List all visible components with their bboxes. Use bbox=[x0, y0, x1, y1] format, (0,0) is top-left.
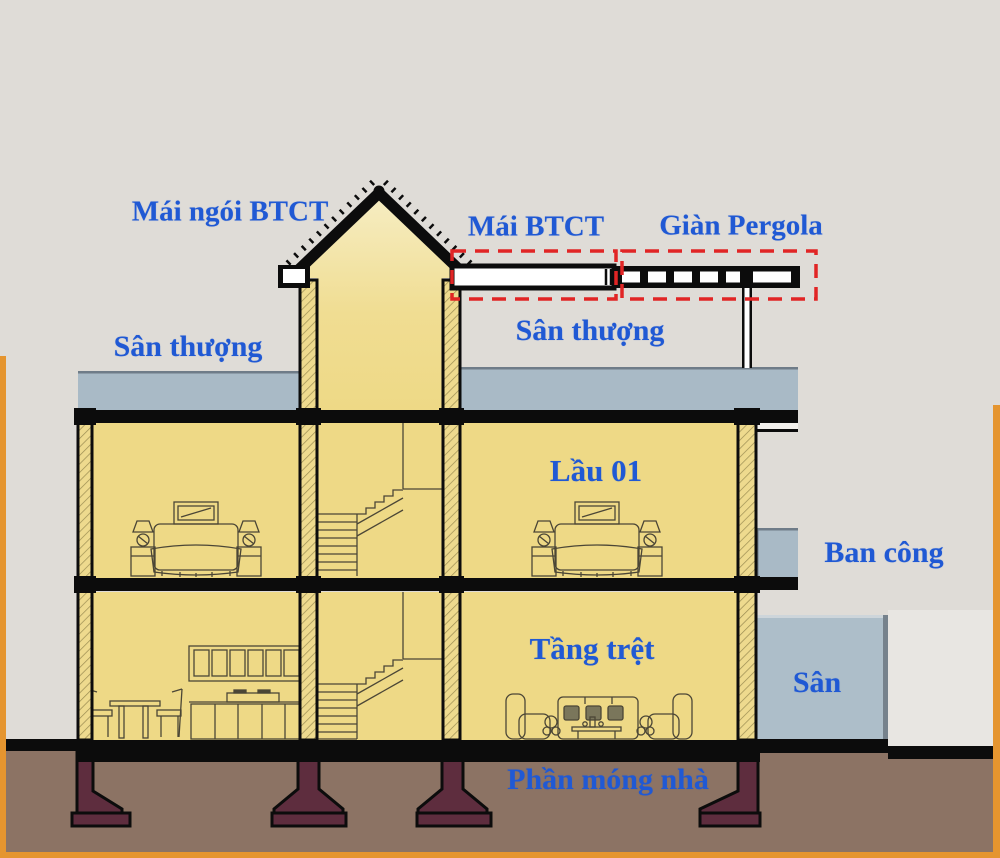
highlight-pergola bbox=[620, 249, 818, 301]
balcony-slab bbox=[756, 528, 798, 590]
label-terrace-left: Sân thượng bbox=[113, 330, 263, 363]
label-yard: Sân bbox=[792, 666, 842, 699]
wall-right bbox=[736, 408, 758, 742]
room-bedroom-left bbox=[92, 422, 300, 578]
ground-soil bbox=[6, 748, 993, 852]
pergola-frame bbox=[614, 266, 800, 288]
slab-soffit bbox=[756, 421, 798, 430]
highlight-boxes bbox=[450, 249, 818, 301]
wall-tower-right bbox=[441, 278, 462, 742]
wall-left bbox=[76, 408, 94, 742]
stairwell-upper bbox=[317, 422, 443, 578]
label-ground-floor: Tầng trệt bbox=[529, 631, 655, 666]
yard-slab bbox=[757, 615, 888, 745]
label-terrace-right: Sân thượng bbox=[515, 314, 665, 347]
pergola-post bbox=[742, 288, 752, 368]
eave-left bbox=[278, 265, 310, 288]
highlight-flat-roof bbox=[450, 249, 618, 301]
label-roof-tile: Mái ngói BTCT bbox=[131, 195, 329, 228]
label-balcony: Ban công bbox=[824, 536, 944, 569]
label-foundation: Phần móng nhà bbox=[507, 763, 709, 796]
label-pergola: Giàn Pergola bbox=[659, 209, 823, 242]
stairwell-lower bbox=[317, 592, 443, 740]
label-floor1: Lầu 01 bbox=[549, 453, 643, 488]
room-kitchen bbox=[92, 592, 300, 740]
sofa-set bbox=[505, 693, 693, 740]
wall-tower-left bbox=[298, 278, 319, 742]
ground-beam bbox=[6, 739, 993, 762]
pitched-roof bbox=[278, 179, 475, 288]
terrace-slab-left bbox=[78, 371, 300, 410]
flat-roof-slab bbox=[449, 263, 617, 291]
terrace-slab-right bbox=[460, 367, 798, 410]
walls bbox=[76, 278, 758, 742]
stairs-lower bbox=[317, 592, 443, 740]
room-floor1 bbox=[460, 422, 738, 578]
frame-border bbox=[0, 356, 1000, 858]
label-roof-flat: Mái BTCT bbox=[467, 210, 605, 243]
stairs-upper bbox=[317, 422, 443, 576]
rear-panel bbox=[888, 610, 993, 750]
slab-soffit-edge bbox=[756, 429, 798, 432]
floor-slabs bbox=[74, 408, 798, 593]
attic-interior bbox=[293, 196, 465, 410]
